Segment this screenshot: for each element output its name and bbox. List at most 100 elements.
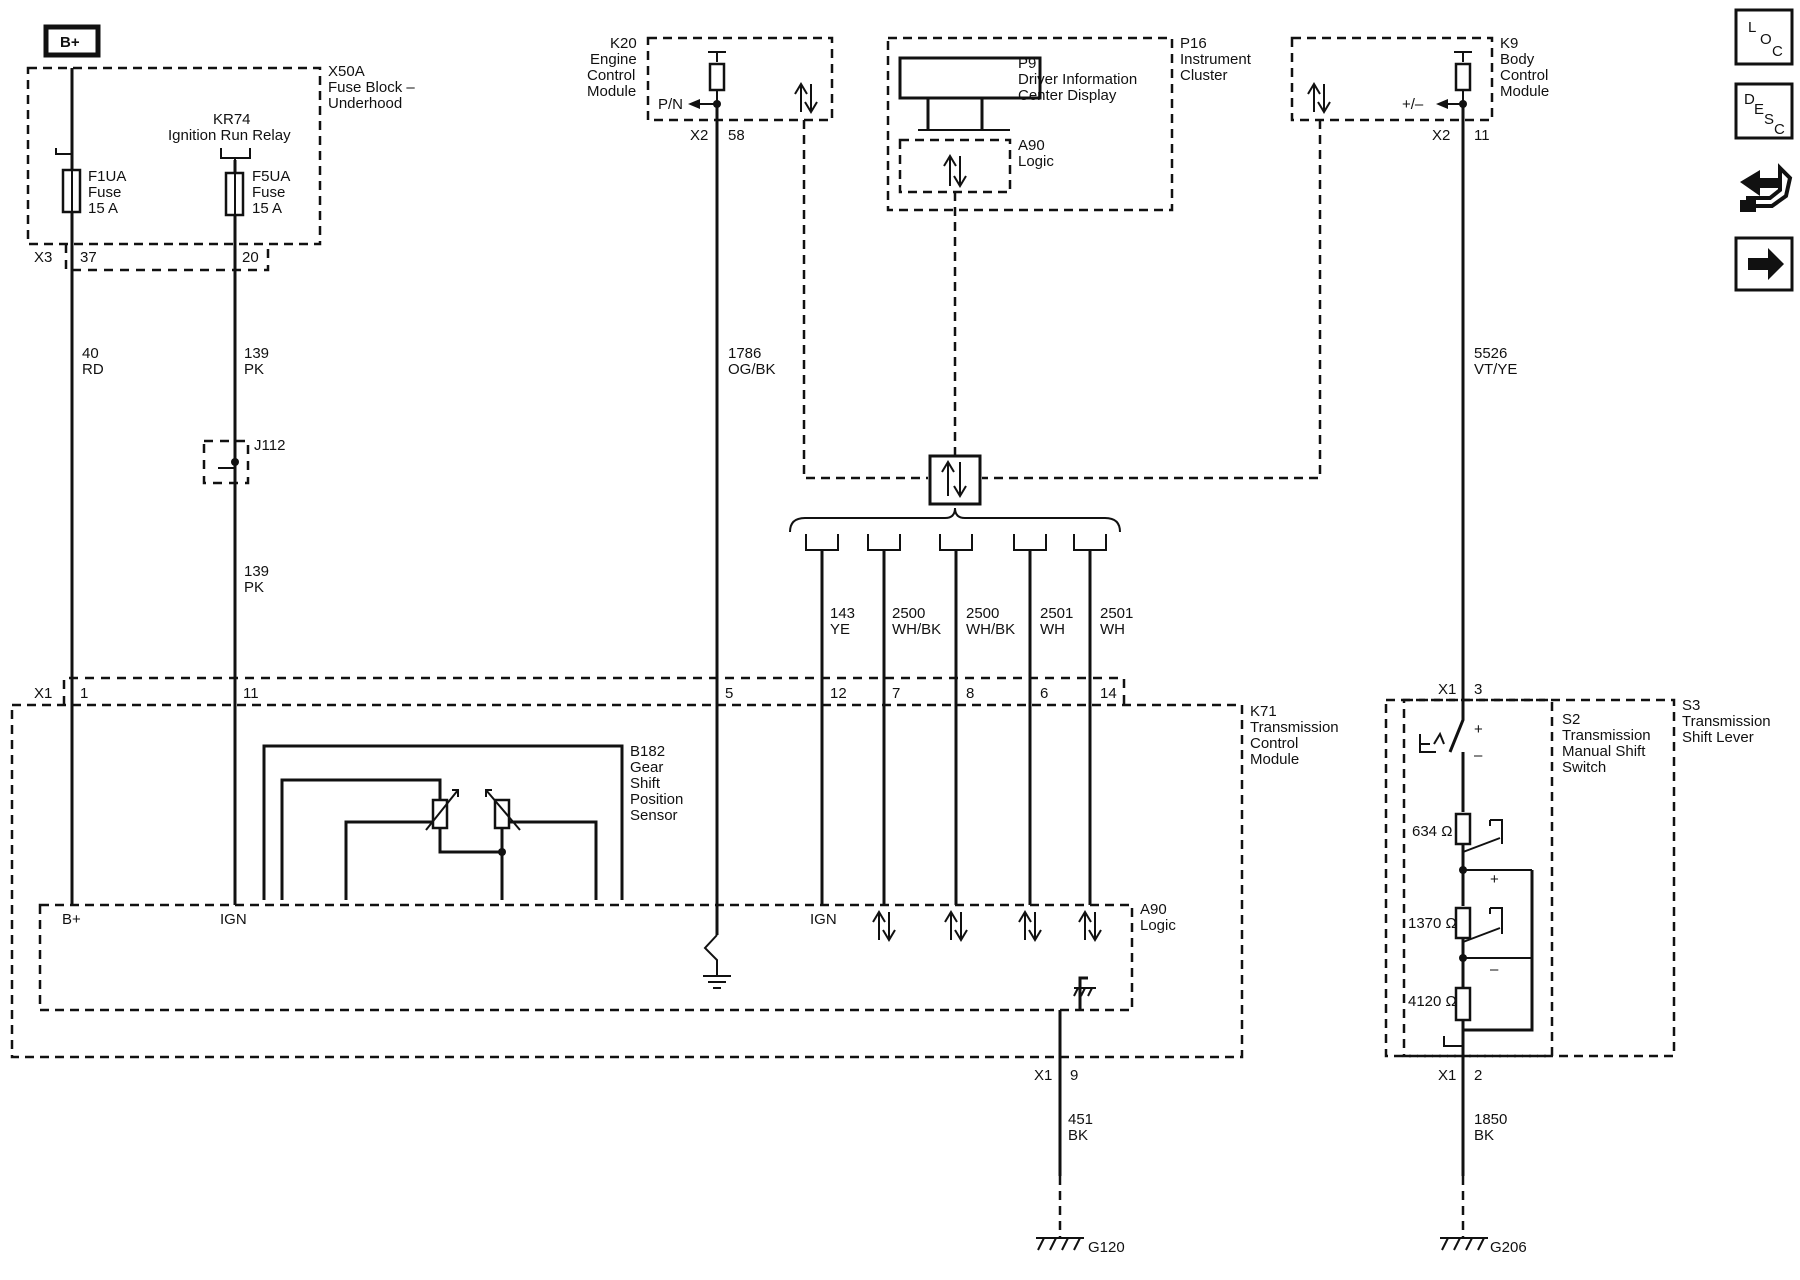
s2-label: S2 Transmission Manual Shift Switch: [1562, 711, 1651, 776]
svg-text:Gear: Gear: [630, 759, 663, 776]
connector-view-button[interactable]: [1740, 163, 1793, 212]
chassis-ground-icon: [1073, 987, 1096, 997]
svg-text:11: 11: [243, 685, 259, 702]
svg-text:K20: K20: [610, 35, 637, 52]
variable-resistor-arrow-b-icon: [485, 789, 521, 831]
desc-button[interactable]: D E S C: [1734, 82, 1794, 140]
svg-text:WH/BK: WH/BK: [892, 621, 941, 638]
svg-text:Underhood: Underhood: [328, 95, 402, 112]
svg-text:Fuse Block –: Fuse Block –: [328, 79, 415, 96]
svg-text:Transmission: Transmission: [1250, 719, 1339, 736]
svg-text:WH/BK: WH/BK: [966, 621, 1015, 638]
svg-text:Cluster: Cluster: [1180, 67, 1228, 84]
svg-text:A90: A90: [1018, 137, 1045, 154]
svg-text:Body: Body: [1500, 51, 1535, 68]
bus-connector-stubs: [805, 534, 1107, 551]
battery-label: B+: [60, 34, 80, 51]
svg-text:K9: K9: [1500, 35, 1518, 52]
wire-40-number: 40: [82, 345, 99, 362]
svg-text:S: S: [1764, 111, 1774, 128]
svg-text:2500: 2500: [966, 605, 999, 622]
svg-text:E: E: [1754, 101, 1764, 118]
svg-text:Module: Module: [1250, 751, 1299, 768]
tap-plus-label: +: [1474, 721, 1483, 738]
x50a-label: X50A Fuse Block – Underhood: [328, 63, 415, 112]
p9-display-symbol: [898, 56, 1042, 100]
wire-2500a-label: 2500 WH/BK: [892, 605, 941, 638]
wire-139-number-upper: 139: [244, 345, 269, 362]
s3-pin-2: 2: [1474, 1067, 1482, 1084]
s2-tap-switch: [1448, 690, 1465, 812]
svg-text:Module: Module: [1500, 83, 1549, 100]
k9-arrow-icon: [1436, 99, 1448, 109]
resistor-1370-label: 1370 Ω: [1408, 915, 1457, 932]
k9-pullup-resistor: [1454, 62, 1472, 92]
b182-label: B182 Gear Shift Position Sensor: [630, 743, 683, 824]
svg-text:F1UA: F1UA: [88, 168, 126, 185]
svg-text:Engine: Engine: [590, 51, 637, 68]
svg-text:C: C: [1774, 121, 1785, 138]
gateway-serial-data-icon: [941, 460, 967, 498]
p9-label: P9 Driver Information Center Display: [1018, 55, 1137, 104]
resistor-4120: [1454, 986, 1472, 1022]
downshift-contact: [1462, 927, 1532, 959]
serial-data-bus-brace: [789, 507, 1121, 533]
b182-signal-wire-b: [502, 820, 598, 900]
tcm-ign2-pin-label: IGN: [810, 911, 837, 928]
bus-tap-f1ua: [55, 148, 72, 155]
b182-supply-wire: [280, 778, 442, 900]
svg-text:6: 6: [1040, 685, 1048, 702]
pn-switch-ground-icon: [703, 975, 731, 989]
pn-switch-symbol: [703, 934, 718, 975]
svg-text:Instrument: Instrument: [1180, 51, 1252, 68]
variable-resistor-arrow-a-icon: [425, 789, 459, 831]
svg-text:15 A: 15 A: [88, 200, 118, 217]
loc-button[interactable]: L O C: [1734, 8, 1794, 66]
x50a-fuse-block-outline: [26, 66, 322, 246]
upshift-plus-label: +: [1490, 871, 1499, 888]
p16-cluster-outline: [886, 36, 1174, 212]
x3-label: X3: [34, 249, 52, 266]
j112-label: J112: [254, 437, 285, 454]
svg-text:Transmission: Transmission: [1562, 727, 1651, 744]
upshift-actuator-icon: [1489, 819, 1503, 844]
next-page-button[interactable]: [1734, 236, 1794, 292]
g206-label: G206: [1490, 1239, 1527, 1256]
k9-x2-label: X2: [1432, 127, 1450, 144]
svg-text:Module: Module: [587, 83, 636, 100]
serial-data-gateway-box: [928, 454, 982, 506]
tcm-serial-data-icons: [872, 910, 1102, 942]
s3-label: S3 Transmission Shift Lever: [1682, 697, 1771, 746]
x1-pin-numbers: 1 11 5 12 7 8 6 14: [80, 685, 1117, 702]
svg-text:C: C: [1772, 43, 1783, 60]
svg-text:K71: K71: [1250, 703, 1277, 720]
pn-label: P/N: [658, 96, 683, 113]
k9-bcm-outline: [1290, 36, 1494, 122]
k71-tcm-outline: [10, 703, 1244, 1059]
svg-text:P9: P9: [1018, 55, 1036, 72]
svg-text:Transmission: Transmission: [1682, 713, 1771, 730]
tap-minus-label: –: [1474, 747, 1483, 764]
svg-text:Logic: Logic: [1018, 153, 1054, 170]
svg-text:Shift Lever: Shift Lever: [1682, 729, 1754, 746]
p16-label: P16 Instrument Cluster: [1180, 35, 1252, 84]
s3-pin-3: 3: [1474, 681, 1482, 698]
upshift-contact: [1462, 837, 1532, 871]
svg-text:KR74: KR74: [213, 111, 251, 128]
loc-button-icon: L: [1748, 19, 1756, 36]
resistor-4120-label: 4120 Ω: [1408, 993, 1457, 1010]
k20-serial-data-icon: [794, 82, 818, 114]
x3-connector-outline: [64, 244, 270, 272]
svg-text:Control: Control: [1250, 735, 1298, 752]
svg-text:YE: YE: [830, 621, 850, 638]
k9-pin-11: 11: [1474, 127, 1490, 144]
wire-2501a-label: 2501 WH: [1040, 605, 1073, 638]
f1ua-label: F1UA Fuse 15 A: [88, 168, 126, 217]
resistor-634: [1454, 812, 1472, 846]
x3-pin-20: 20: [242, 249, 259, 266]
tcm-internal-ground: [1078, 976, 1088, 1010]
k9-serial-data-icon: [1307, 82, 1331, 114]
svg-text:Driver Information: Driver Information: [1018, 71, 1137, 88]
svg-text:O: O: [1760, 31, 1772, 48]
